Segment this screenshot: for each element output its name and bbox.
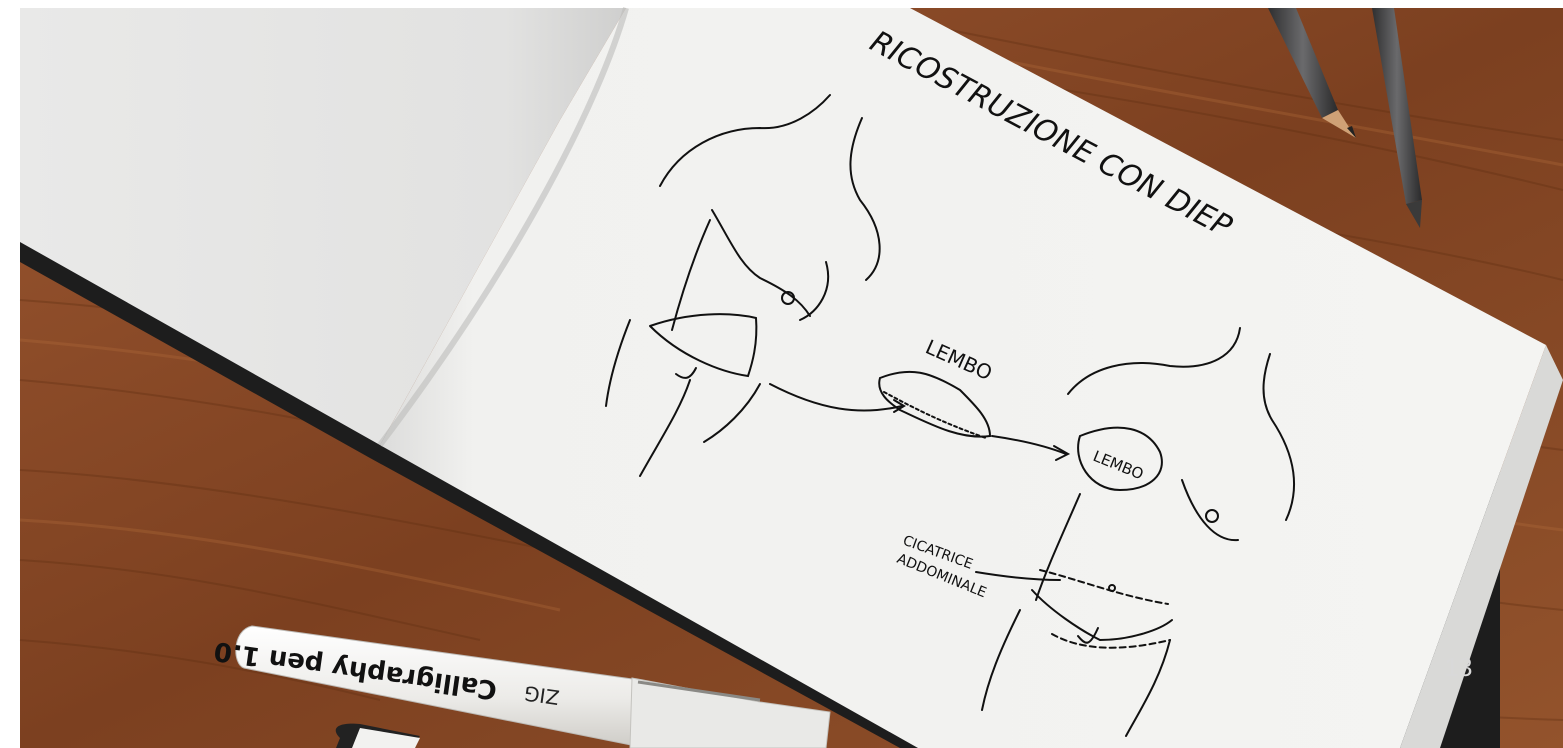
pen-brand-label: ZIG bbox=[523, 681, 561, 710]
page-number: 13 bbox=[1428, 652, 1488, 683]
